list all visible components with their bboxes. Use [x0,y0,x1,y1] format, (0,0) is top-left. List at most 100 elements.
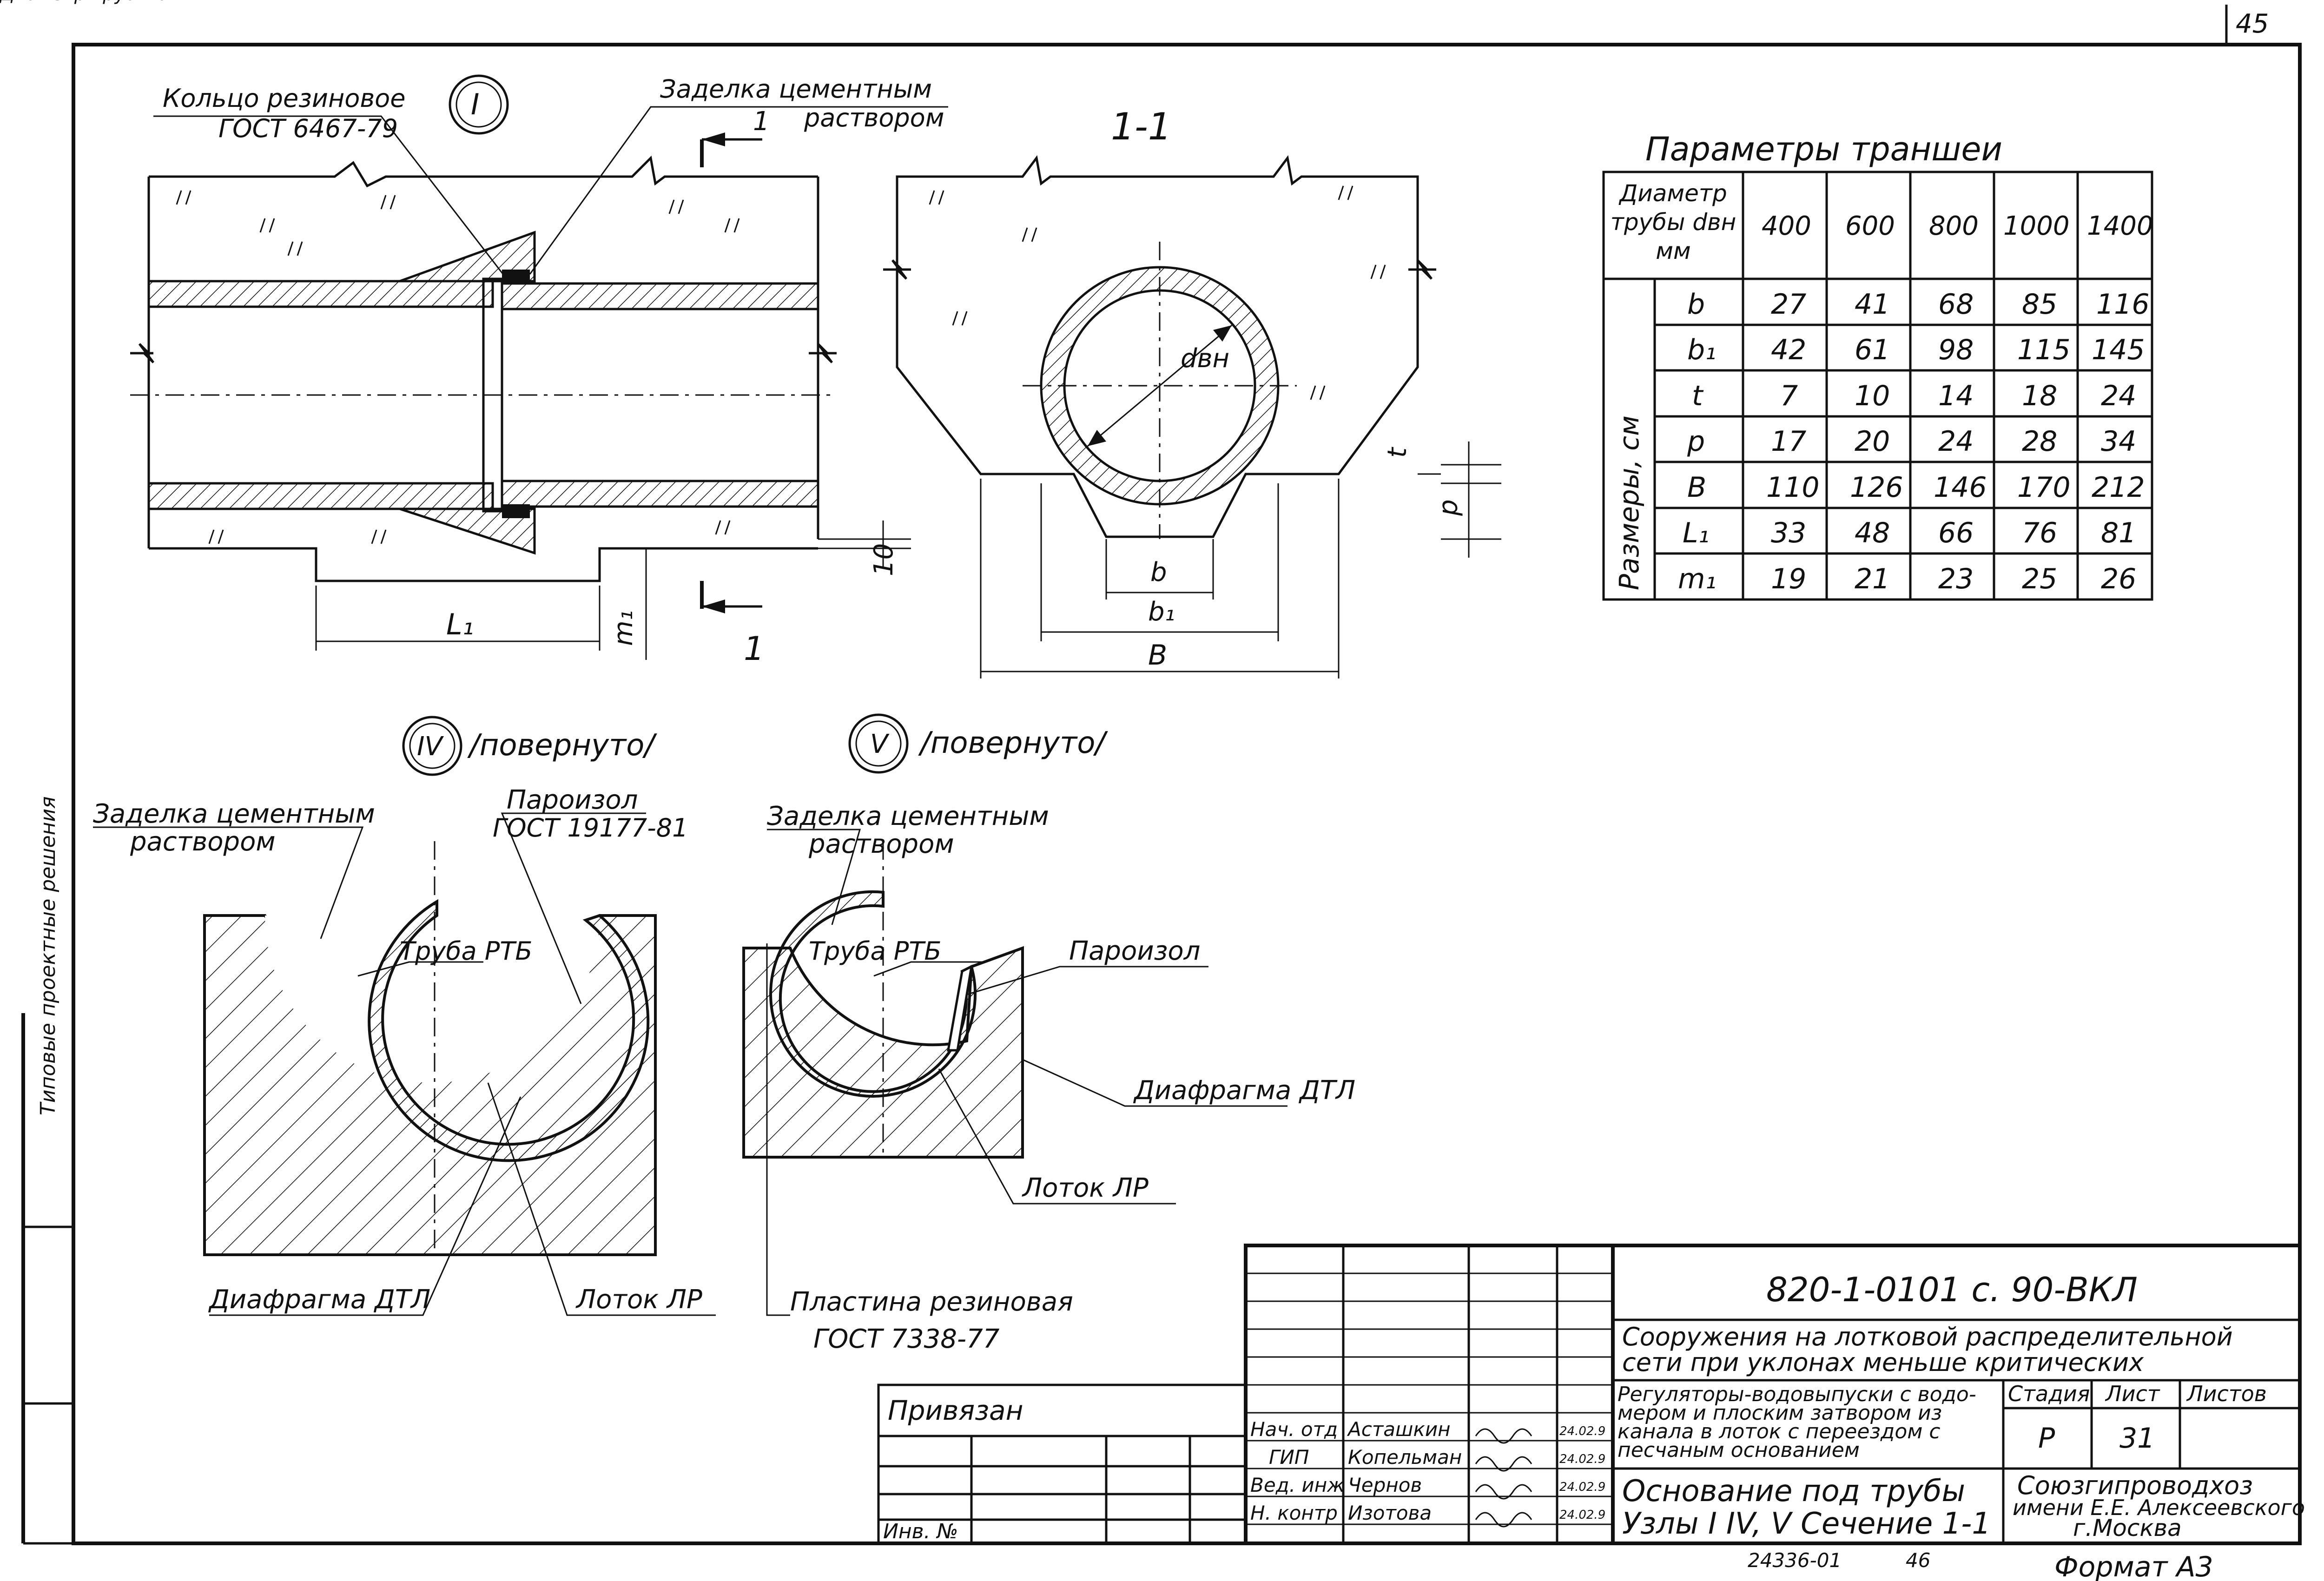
archive-number: 24336-01 [1748,1549,1842,1572]
node-5-seal-1: Заделка цементным [767,801,1049,831]
table-cell: 85 [2022,288,2057,321]
table-cell: 68 [1938,288,1974,321]
org-line-2: имени Е.Е. Алексеевского [2013,1495,2305,1520]
section-dim-b: b [1150,557,1167,587]
table-diameter: 800 [1929,211,1979,241]
table-cell: 23 [1938,563,1974,595]
seal-label-2: раствором [804,103,944,132]
table-cell: 21 [1855,563,1890,595]
table-cell: 14 [1938,380,1974,412]
ring-label-2: ГОСТ 6467-79 [218,114,398,143]
node-5-drawing [742,713,1287,1316]
org-line-1: Союзгипроводхоз [2017,1471,2253,1500]
node-5-rotated: /повернуто/ [918,726,1108,760]
node-4-seal-2: раствором [130,827,276,857]
signer-role: Н. контр [1250,1502,1338,1524]
signer-name: Чернов [1348,1474,1422,1496]
desc-line-4: песчаным основанием [1618,1438,1860,1462]
signers: Нач. отд Асташкин 24.02.9 ГИП Копельман … [1250,1418,1605,1524]
table-cell: 24 [1938,425,1974,458]
table-cell: 19 [1771,563,1806,595]
dim-L1: L₁ [446,607,474,641]
table-cell: 27 [1771,288,1806,321]
table-cell: 7 [1780,380,1798,412]
signer-role: ГИП [1269,1446,1309,1469]
sheet-title-1: Основание под трубы [1622,1474,1965,1509]
node-4-rotated: /повернуто/ [467,728,657,763]
node-4-mark: IV [417,731,444,762]
table-header-text: Диаметр трубы dвн мм [1610,180,1736,264]
node-5-vapor: Пароизол [1069,936,1200,966]
table-side-header: Размеры, см [1613,415,1645,590]
section-dim-b1: b₁ [1148,597,1175,627]
sheets-header: Листов [2186,1381,2267,1406]
table-cell: 98 [1938,334,1974,366]
table-cell: 116 [2096,288,2150,321]
table-cell: 48 [1855,517,1890,549]
inv-label: Инв. № [883,1520,958,1543]
table-diameter: 1400 [2087,211,2153,241]
table-param: b₁ [1687,334,1716,366]
table-cell: 28 [2022,425,2057,458]
sheet-title-2: Узлы I IV, V Сечение 1-1 [1622,1507,1991,1541]
table-param: b [1687,288,1705,321]
table-header-label: Диаметр трубы dвн мм [0,0,226,5]
archive-sheet: 46 [1906,1549,1930,1572]
node-5-tray: Лоток ЛР [1022,1173,1149,1203]
node-5-plate-1: Пластина резиновая [790,1287,1073,1317]
table-diameter: 400 [1762,211,1811,241]
table-title: Параметры траншеи [1645,130,2002,168]
signer-date: 24.02.9 [1559,1508,1605,1522]
node-5-plate-2: ГОСТ 7338-77 [813,1324,1000,1354]
table-param: L₁ [1683,517,1709,549]
node-5-diaphragm: Диафрагма ДТЛ [1133,1075,1355,1106]
node-4-seal-1: Заделка цементным [93,799,375,829]
node-5-mark: V [870,729,890,759]
signer-role: Нач. отд [1250,1418,1338,1441]
org-line-3: г.Москва [2073,1515,2182,1541]
title-block-grid [877,1244,2302,1545]
desc-line-2: мером и плоским затвором из [1618,1401,1942,1425]
desc-line-1: Регуляторы-водовыпуски с водо- [1618,1383,1976,1406]
section-1-1 [883,155,1501,679]
ring-label-1: Кольцо резиновое [163,84,405,113]
section-dim-B: B [1148,639,1167,672]
table-cell: 126 [1850,471,1903,504]
main-view [130,74,948,660]
node-4-vapor-2: ГОСТ 19177-81 [493,813,688,843]
project-line-1: Сооружения на лотковой распределительной [1622,1322,2233,1351]
sheet-value: 31 [2119,1422,2155,1455]
table-param: m₁ [1678,563,1717,595]
page-number: 45 [2236,9,2269,39]
table-cell: 33 [1771,517,1806,549]
node-4-tray: Лоток ЛР [575,1285,702,1315]
desc-line-3: канала в лоток с переездом с [1618,1420,1941,1443]
params-table-grid [1602,171,2153,601]
signer-name: Копельман [1348,1446,1462,1469]
section-dim-p: p [1433,499,1464,516]
tied-label: Привязан [888,1395,1023,1426]
table-cell: 81 [2101,517,2136,549]
table-diameter: 1000 [2003,211,2070,241]
stage-header: Стадия [2008,1381,2090,1406]
node-4-diaphragm: Диафрагма ДТЛ [208,1285,430,1315]
table-header-box: Диаметр трубы dвн мм [1610,180,1736,264]
seal-label-1: Заделка цементным [660,74,932,104]
table-cell: 146 [1934,471,1987,504]
section-dim-t: t [1382,447,1413,458]
table-cell: 25 [2022,563,2057,595]
table-cell: 26 [2101,563,2136,595]
table-cell: 110 [1766,471,1820,504]
signer-name: Асташкин [1347,1418,1451,1441]
table-cell: 17 [1771,425,1806,458]
section-title: 1-1 [1111,105,1172,148]
table-cell: 115 [2017,334,2071,366]
signer-date: 24.02.9 [1559,1424,1605,1438]
table-cell: 18 [2022,380,2057,412]
dim-m1: m₁ [608,610,639,646]
cut-mark-top: 1 [753,106,770,137]
stage-value: Р [2038,1422,2055,1455]
node-5-pipe: Труба РТБ [809,936,941,966]
side-label: Типовые проектные решения [36,796,60,1115]
table-cell: 24 [2101,380,2136,412]
